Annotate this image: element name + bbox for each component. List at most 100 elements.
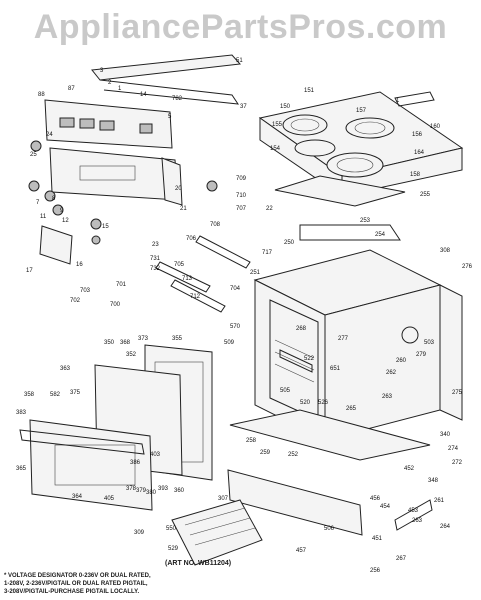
svg-text:261: 261 [434,498,445,504]
svg-text:8: 8 [52,196,56,202]
svg-text:380: 380 [146,490,157,496]
svg-text:150: 150 [280,104,291,110]
svg-text:17: 17 [26,268,33,274]
svg-text:1: 1 [118,86,122,92]
svg-text:364: 364 [72,494,83,500]
svg-text:258: 258 [246,438,257,444]
svg-text:274: 274 [448,446,459,452]
svg-text:454: 454 [380,504,391,510]
svg-text:708: 708 [210,222,221,228]
svg-text:22: 22 [266,206,273,212]
svg-text:250: 250 [284,240,295,246]
svg-text:375: 375 [70,390,81,396]
svg-text:550: 550 [166,526,177,532]
svg-text:709: 709 [236,176,247,182]
svg-text:582: 582 [50,392,61,398]
svg-text:383: 383 [16,410,27,416]
svg-text:21: 21 [180,206,187,212]
svg-text:251: 251 [250,270,261,276]
svg-text:710: 710 [236,193,247,199]
svg-text:457: 457 [296,548,307,554]
svg-text:704: 704 [230,286,241,292]
svg-text:453: 453 [408,508,419,514]
svg-text:405: 405 [104,496,115,502]
svg-text:155: 155 [272,122,283,128]
svg-text:158: 158 [410,172,421,178]
top-trim-bar [91,54,242,105]
svg-text:263: 263 [382,394,393,400]
svg-text:352: 352 [126,352,137,358]
svg-text:379: 379 [136,488,147,494]
svg-text:308: 308 [440,248,451,254]
svg-text:25: 25 [30,152,37,158]
svg-text:731: 731 [150,256,161,262]
svg-text:254: 254 [375,232,386,238]
svg-text:705: 705 [174,262,185,268]
svg-text:3: 3 [100,68,104,74]
svg-text:456: 456 [370,496,381,502]
svg-text:24: 24 [46,132,53,138]
svg-text:713: 713 [182,276,193,282]
svg-text:368: 368 [120,340,131,346]
svg-text:259: 259 [260,450,271,456]
svg-text:7: 7 [36,200,40,206]
svg-text:1: 1 [396,98,400,104]
watermark: AppliancePartsPros.com [33,8,448,46]
svg-text:265: 265 [346,406,357,412]
svg-text:378: 378 [126,486,137,492]
svg-text:360: 360 [174,488,185,494]
svg-text:267: 267 [396,556,407,562]
svg-text:277: 277 [338,336,349,342]
svg-text:260: 260 [396,358,407,364]
svg-text:12: 12 [62,218,69,224]
svg-text:256: 256 [370,568,381,574]
svg-text:272: 272 [452,460,463,466]
svg-text:520: 520 [300,400,311,406]
oven-body [227,224,463,536]
voltage-note: * VOLTAGE DESIGNATOR 0-236V OR DUAL RATE… [4,572,334,596]
svg-text:452: 452 [404,466,415,472]
svg-text:700: 700 [110,302,121,308]
svg-text:16: 16 [76,262,83,268]
svg-text:20: 20 [175,186,182,192]
note-line-2: 1-208V, 2-236V/PIGTAIL OR DUAL RATED PIG… [4,581,148,587]
side-rails [155,235,251,313]
control-knobs [28,140,218,265]
svg-text:355: 355 [172,336,183,342]
svg-text:160: 160 [430,124,441,130]
svg-text:348: 348 [428,478,439,484]
svg-text:503: 503 [424,340,435,346]
svg-text:11: 11 [40,214,47,220]
svg-text:702: 702 [70,298,81,304]
svg-text:340: 340 [440,432,451,438]
svg-text:307: 307 [218,496,229,502]
svg-text:279: 279 [416,352,427,358]
svg-text:703: 703 [80,288,91,294]
svg-text:701: 701 [116,282,127,288]
svg-text:782: 782 [172,96,183,102]
svg-text:651: 651 [330,366,341,372]
svg-text:9: 9 [60,208,64,214]
svg-text:522: 522 [304,356,315,362]
svg-text:87: 87 [68,86,75,92]
svg-text:275: 275 [452,390,463,396]
svg-text:403: 403 [150,452,161,458]
svg-text:2: 2 [108,80,112,86]
svg-text:156: 156 [412,132,423,138]
svg-text:5: 5 [168,114,172,120]
control-panel [44,99,183,206]
svg-text:570: 570 [230,324,241,330]
svg-text:37: 37 [240,104,247,110]
svg-text:393: 393 [158,486,169,492]
svg-text:164: 164 [414,150,425,156]
note-line-1: * VOLTAGE DESIGNATOR 0-236V OR DUAL RATE… [4,573,151,579]
cooktop [258,91,464,207]
note-line-3: 3-208V/PIGTAIL-PURCHASE PIGTAIL LOCALLY. [4,589,140,595]
svg-text:252: 252 [288,452,299,458]
svg-text:706: 706 [186,236,197,242]
svg-text:268: 268 [296,326,307,332]
svg-text:255: 255 [420,192,431,198]
svg-text:363: 363 [60,366,71,372]
